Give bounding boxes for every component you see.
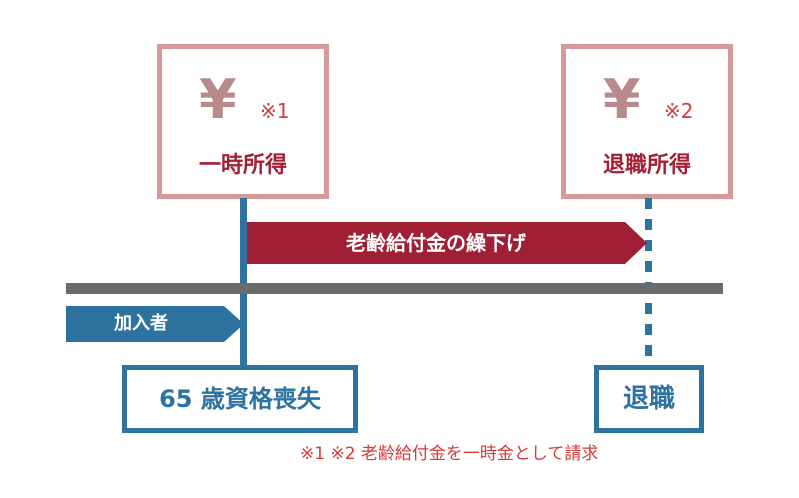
yen-icon: ¥ <box>199 68 237 131</box>
pension-deferral-label: 老齢給付金の繰下げ <box>346 231 526 255</box>
retirement-income-box: ¥ ※2 退職所得 <box>561 44 733 199</box>
note-marker-2: ※2 <box>664 99 694 123</box>
age65-loss-box: 65 歳資格喪失 <box>122 365 358 433</box>
member-label: 加入者 <box>114 313 168 334</box>
lump-sum-income-label: 一時所得 <box>198 153 287 178</box>
timeline-baseline <box>66 283 723 294</box>
retirement-box: 退職 <box>594 365 704 433</box>
footnote: ※1 ※2 老齢給付金を一時金として請求 <box>300 444 599 464</box>
retirement-label: 退職 <box>622 384 675 414</box>
lump-sum-income-box: ¥ ※1 一時所得 <box>157 44 329 199</box>
yen-icon: ¥ <box>603 68 641 131</box>
member-arrow <box>66 306 244 342</box>
pension-deferral-arrow <box>247 222 647 264</box>
retirement-income-label: 退職所得 <box>602 153 691 178</box>
age65-loss-label: 65 歳資格喪失 <box>159 385 321 413</box>
note-marker-1: ※1 <box>260 99 290 123</box>
